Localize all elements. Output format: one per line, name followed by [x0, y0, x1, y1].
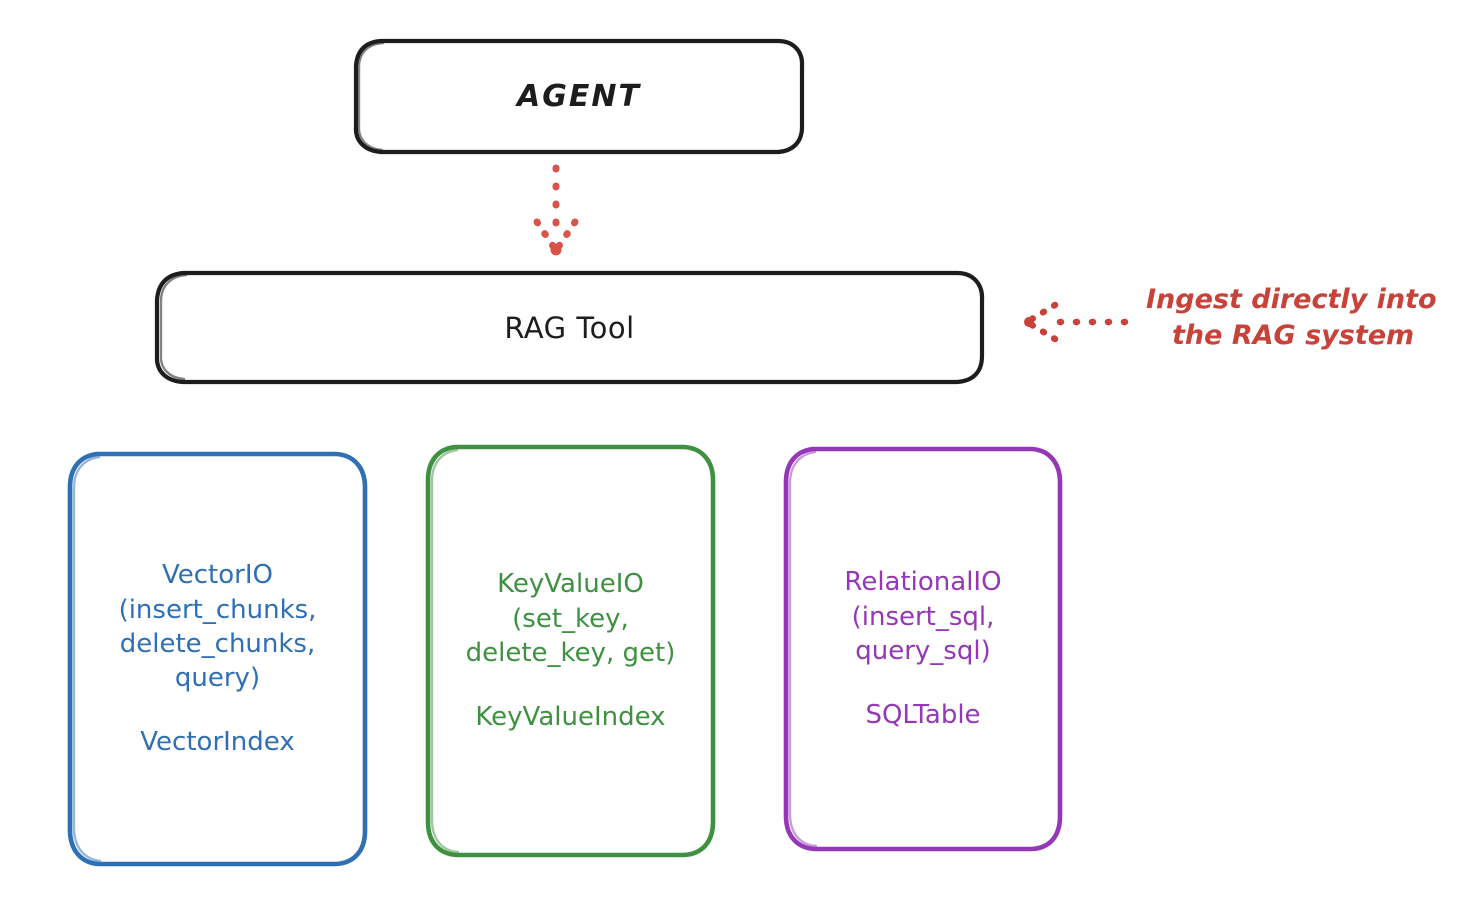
ingest-annotation-line2: the RAG system	[1172, 319, 1415, 351]
relational-io-box-shape[interactable]	[783, 446, 1063, 852]
rag-tool-box-shape[interactable]	[154, 270, 985, 385]
vector-io-box-shape[interactable]	[67, 451, 368, 867]
agent-box-shape[interactable]	[353, 38, 805, 155]
ingest-annotation: Ingest directly into the RAG system	[1146, 282, 1476, 353]
ingest-annotation-line1: Ingest directly into	[1146, 284, 1437, 315]
key-value-io-box-shape[interactable]	[425, 444, 716, 858]
ingest-annotation-arrow	[1024, 301, 1129, 343]
agent-to-rag-arrow	[533, 164, 579, 256]
